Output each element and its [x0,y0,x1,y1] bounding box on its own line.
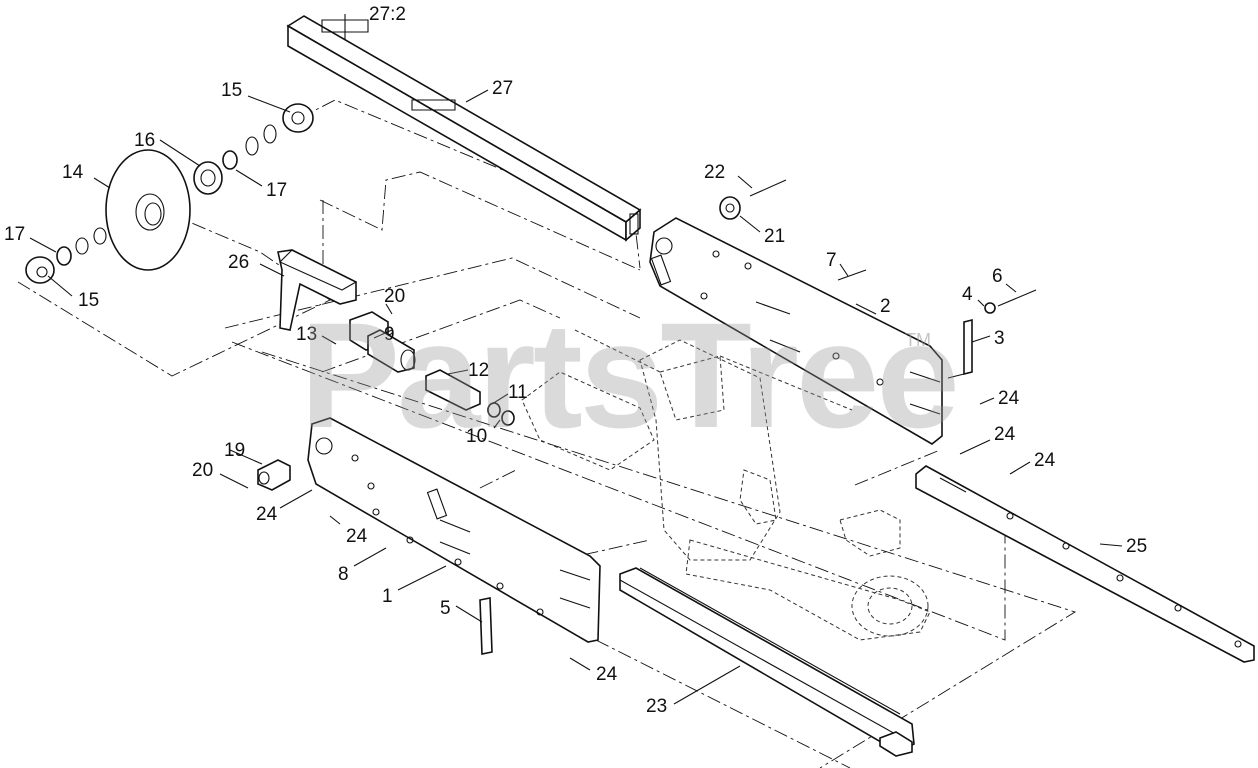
part-23-rail [619,567,915,757]
part-9-spindle [349,311,416,373]
callout-17-right: 17 [266,180,287,201]
callout-16: 16 [134,130,155,151]
callout-8: 8 [338,564,349,585]
callout-7: 7 [826,250,837,271]
callout-14: 14 [62,162,84,183]
callout-24-a: 24 [998,388,1020,409]
frame-ghost [521,329,931,641]
part-25-bar [915,465,1255,663]
leader-lines [29,14,1123,705]
callout-19: 19 [224,440,245,461]
callout-27: 27 [492,78,513,99]
bolts [749,179,1037,314]
callout-11: 11 [508,382,528,403]
part-1-side-plate [307,417,601,643]
callout-labels: 27:2 27 15 16 14 17 17 15 26 20 9 13 12 … [4,4,1147,717]
callout-6: 6 [992,266,1003,287]
part-19-spacer [257,459,291,491]
callout-13: 13 [296,324,317,345]
callout-24-f: 24 [596,664,618,685]
callout-1: 1 [382,586,393,607]
part-21-washer [719,196,741,220]
callout-15-top: 15 [221,80,242,101]
part-2-side-plate [649,217,943,445]
callout-3: 3 [994,328,1005,349]
callout-24-b: 24 [994,424,1016,445]
part-3-strap [947,318,973,379]
callout-12: 12 [468,360,489,381]
part-12-tube [425,369,515,426]
callout-24-e: 24 [346,526,368,547]
guide-lines [17,99,1077,768]
callout-24-c: 24 [1034,450,1056,471]
part-14-pulley [105,149,191,271]
callout-17-left: 17 [4,224,25,245]
callout-21: 21 [764,226,785,247]
callout-20-left: 20 [192,460,213,481]
callout-25: 25 [1126,536,1147,557]
bearings-and-washers [25,103,314,284]
callout-9: 9 [384,324,395,345]
part-27-square-tube [286,15,642,242]
callout-15-left: 15 [78,290,99,311]
callout-4: 4 [962,284,973,305]
callout-26: 26 [228,252,249,273]
callout-20-top: 20 [384,286,405,307]
callout-2: 2 [880,296,891,317]
part-5-strap [479,597,493,655]
part-26-bracket [277,249,358,331]
callout-23: 23 [646,696,667,717]
callout-22: 22 [704,162,725,183]
callout-10: 10 [466,426,487,447]
callout-5: 5 [440,598,451,619]
callout-24-d: 24 [256,504,278,525]
callout-27-2: 27:2 [369,4,406,25]
